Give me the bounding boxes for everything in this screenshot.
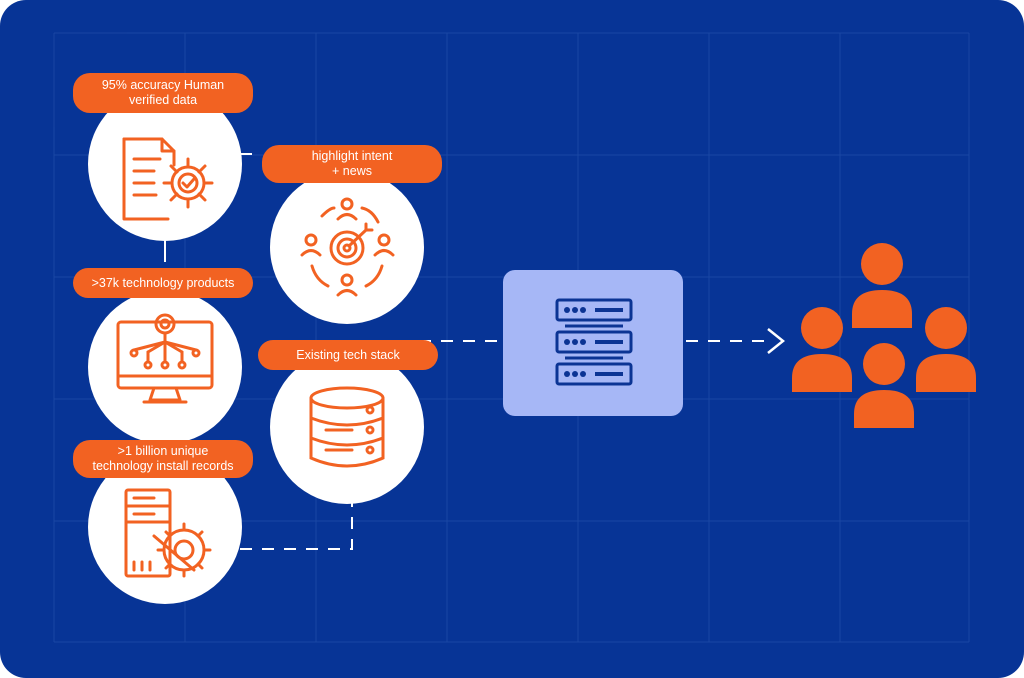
people-group-icon (792, 243, 976, 428)
label-intent-news: highlight intent + news (262, 145, 442, 183)
server-wrench-gear-icon (124, 488, 212, 578)
label-tech-products: >37k technology products (73, 268, 253, 298)
node-tech-products (88, 290, 242, 444)
node-intent-news (270, 170, 424, 324)
document-gear-check-icon (122, 137, 214, 221)
target-audience-cycle-icon (300, 197, 395, 297)
database-icon (309, 386, 385, 468)
label-human-verified: 95% accuracy Human verified data (73, 73, 253, 113)
data-platform-box (503, 270, 683, 416)
label-install-records: >1 billion unique technology install rec… (73, 440, 253, 478)
node-tech-stack (270, 350, 424, 504)
monitor-gear-network-icon (116, 313, 214, 404)
label-tech-stack: Existing tech stack (258, 340, 438, 370)
server-stack-icon (555, 298, 633, 386)
